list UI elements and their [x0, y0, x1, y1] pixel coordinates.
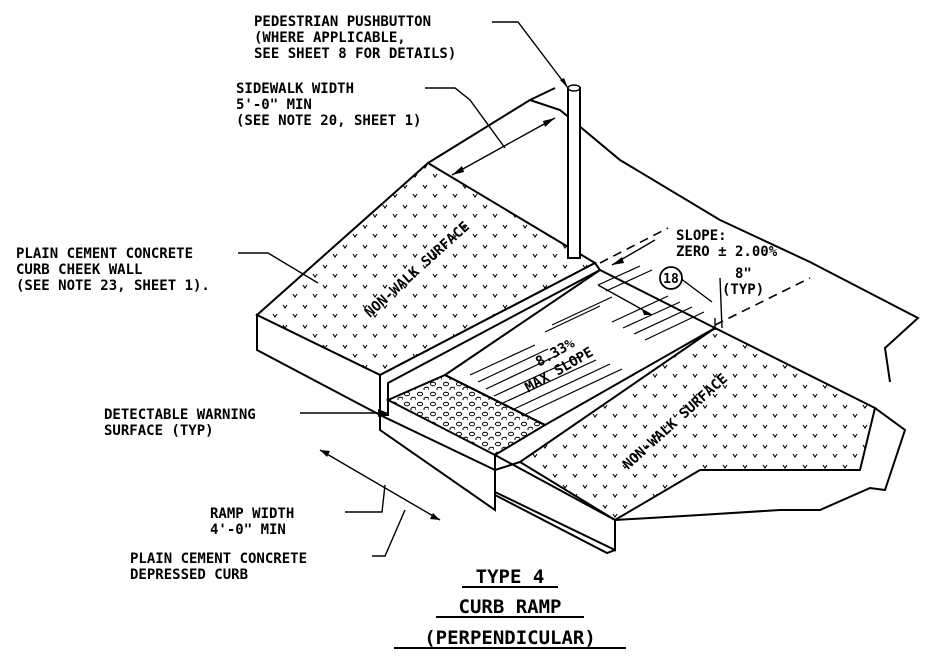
slope-label: SLOPE: ZERO ± 2.00% [676, 228, 778, 260]
callout-number: 18 [663, 272, 679, 287]
pushbutton-line-2: (WHERE APPLICABLE, [254, 30, 406, 46]
depressed-curb-label: PLAIN CEMENT CONCRETE DEPRESSED CURB [130, 551, 307, 583]
detectable-line-1: DETECTABLE WARNING [104, 407, 256, 423]
depressed-curb-line-1: PLAIN CEMENT CONCRETE [130, 551, 307, 567]
dimension-label: 8" (TYP) [722, 266, 764, 298]
pushbutton-line-1: PEDESTRIAN PUSHBUTTON [254, 14, 431, 30]
sidewalk-width-line-2: 5'-0" MIN [236, 97, 312, 113]
pushbutton-label: PEDESTRIAN PUSHBUTTON (WHERE APPLICABLE,… [254, 14, 456, 62]
cheek-wall-line-1: PLAIN CEMENT CONCRETE [16, 246, 193, 262]
slope-line-1: SLOPE: [676, 228, 727, 244]
detectable-line-2: SURFACE (TYP) [104, 423, 214, 439]
detectable-warning-label: DETECTABLE WARNING SURFACE (TYP) [104, 407, 256, 439]
dimension-line-2: (TYP) [722, 282, 764, 298]
ramp-width-line-2: 4'-0" MIN [210, 522, 286, 538]
drawing-title: TYPE 4 CURB RAMP (PERPENDICULAR) [394, 566, 626, 649]
title-perpendicular: (PERPENDICULAR) [424, 627, 596, 649]
sidewalk-width-label: SIDEWALK WIDTH 5'-0" MIN (SEE NOTE 20, S… [236, 81, 421, 129]
depressed-curb-line-2: DEPRESSED CURB [130, 567, 248, 583]
sidewalk-width-line-3: (SEE NOTE 20, SHEET 1) [236, 113, 421, 129]
dimension-line-1: 8" [735, 266, 752, 282]
crosswalk-lines [599, 227, 811, 326]
pushbutton-post [567, 84, 581, 259]
sidewalk-width-line-1: SIDEWALK WIDTH [236, 81, 354, 97]
ramp-width-line-1: RAMP WIDTH [210, 506, 294, 522]
pushbutton-line-3: SEE SHEET 8 FOR DETAILS) [254, 46, 456, 62]
detectable-warning-surface [385, 373, 548, 457]
title-type: TYPE 4 [476, 566, 545, 588]
cheek-wall-line-2: CURB CHEEK WALL [16, 262, 142, 278]
sidewalk-outline [427, 87, 920, 521]
arrowheads [320, 78, 652, 520]
slope-line-2: ZERO ± 2.00% [676, 244, 778, 260]
callout-18: 18 [659, 266, 683, 290]
ramp-width-label: RAMP WIDTH 4'-0" MIN [210, 506, 294, 538]
cheek-wall-label: PLAIN CEMENT CONCRETE CURB CHEEK WALL (S… [16, 246, 210, 294]
cheek-wall-line-3: (SEE NOTE 23, SHEET 1). [16, 278, 210, 294]
title-curb-ramp: CURB RAMP [459, 596, 562, 618]
